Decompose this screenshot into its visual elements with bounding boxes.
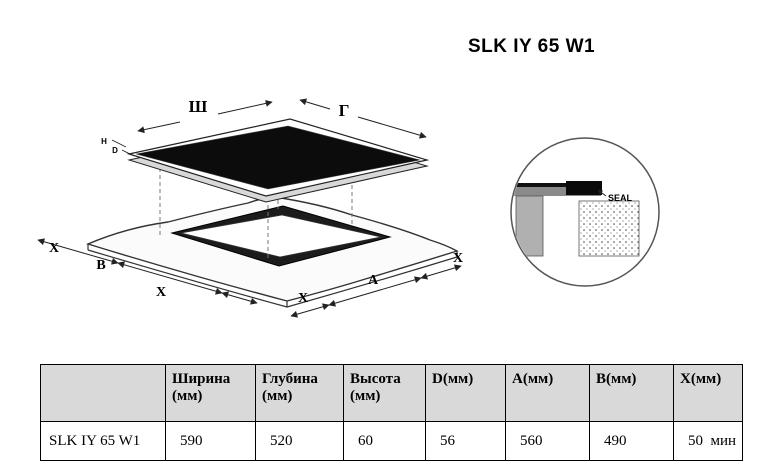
detail-circle-outline [510, 137, 660, 287]
page-title: SLK IY 65 W1 [468, 36, 596, 57]
label-height: H [101, 137, 107, 146]
label-a: A [368, 273, 379, 288]
header-cell-height: Высота (мм) [343, 364, 426, 422]
countertop-section [578, 200, 640, 257]
label-seal: SEAL [608, 193, 633, 203]
cell-height: 60 [343, 421, 426, 461]
header-cell-x: X(мм) [672, 364, 744, 422]
glass-top-line [512, 183, 601, 187]
cell-depth: 520 [255, 421, 344, 461]
glass-edge-section [512, 187, 601, 196]
label-x-bottom-left: X [156, 285, 166, 300]
label-x-bottom: X [298, 291, 308, 306]
spec-table: Ширина (мм) Глубина (мм) Высота (мм) D(м… [40, 364, 744, 461]
label-hole-d: D [112, 146, 118, 155]
cell-a: 560 [505, 421, 590, 461]
cell-x: 50 мин [672, 421, 744, 461]
cell-d: 56 [425, 421, 506, 461]
header-cell-d: D(мм) [425, 364, 506, 422]
countertop [85, 196, 459, 308]
cooktop-dimensions [111, 98, 427, 157]
seal-detail: SEAL [510, 137, 660, 287]
installation-diagram: Ш Г H D X B X X A X [37, 97, 660, 318]
cabinet-side-section [515, 195, 544, 257]
cooktop [126, 118, 430, 203]
seal-leader-line [597, 189, 607, 197]
label-width: Ш [189, 97, 208, 116]
header-cell-a: A(мм) [505, 364, 590, 422]
cutout-opening [180, 214, 382, 258]
seal-strip [566, 181, 602, 195]
spec-table-data-row: SLK IY 65 W1 590 520 60 56 560 490 50 ми… [40, 421, 744, 461]
header-cell-width: Ширина (мм) [165, 364, 256, 422]
label-x-right: X [453, 251, 463, 266]
label-depth: Г [339, 101, 350, 120]
cell-width: 590 [165, 421, 256, 461]
label-b: B [96, 258, 105, 273]
cell-b: 490 [589, 421, 674, 461]
cell-model: SLK IY 65 W1 [40, 421, 166, 461]
dimension-lines-right [290, 264, 462, 318]
dimension-lines-left [37, 238, 258, 305]
spec-table-header-row: Ширина (мм) Глубина (мм) Высота (мм) D(м… [40, 364, 744, 422]
header-cell-b: B(мм) [589, 364, 674, 422]
cooktop-glass [135, 125, 421, 190]
header-cell-model [40, 364, 166, 422]
label-x-left: X [49, 241, 59, 256]
header-cell-depth: Глубина (мм) [255, 364, 344, 422]
